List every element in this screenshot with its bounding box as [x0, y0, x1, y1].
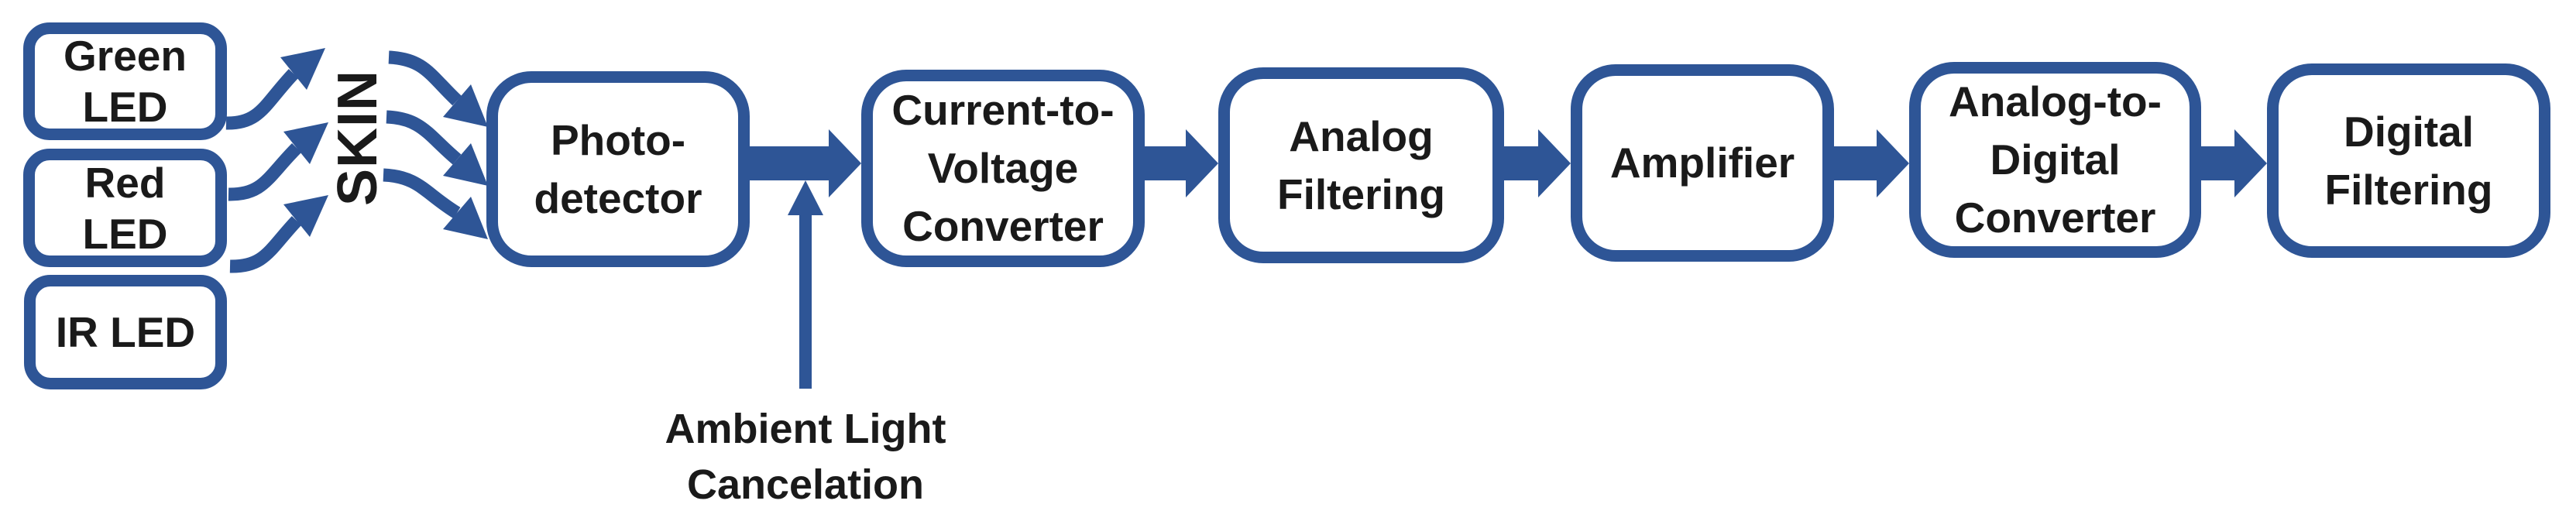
box-c2v-line3: Converter — [902, 202, 1104, 250]
box-green-led-label-line1: Green — [64, 32, 187, 80]
box-adc-line3: Converter — [1954, 194, 2156, 242]
box-amplifier-label: Amplifier — [1609, 139, 1795, 187]
box-c2v-line1: Current-to- — [891, 86, 1115, 134]
arrow-ir-led-to-skin — [229, 195, 328, 273]
box-ir-led-label: IR LED — [55, 308, 196, 356]
connector-amplifier-to-adc — [1829, 129, 1909, 197]
ambient-light-cancelation-line1: Ambient Light — [665, 406, 946, 452]
connector-converter-to-analog-filtering — [1140, 129, 1218, 197]
arrow-skin-to-photodetector-3 — [383, 168, 488, 239]
box-c2v-line2: Voltage — [927, 144, 1079, 192]
arrow-skin-to-photodetector-2 — [386, 110, 488, 186]
box-adc-line1: Analog-to- — [1949, 77, 2162, 125]
box-green-led-label-line2: LED — [82, 83, 168, 131]
box-amplifier: Amplifier — [1571, 64, 1834, 262]
skin-label-text: SKIN — [327, 69, 389, 207]
box-digital-filtering: Digital Filtering — [2267, 63, 2550, 258]
connector-analog-filtering-to-amplifier — [1499, 129, 1571, 197]
box-current-to-voltage-converter: Current-to- Voltage Converter — [861, 70, 1145, 267]
box-analog-filtering: Analog Filtering — [1218, 67, 1504, 263]
box-digital-filtering-line2: Filtering — [2324, 165, 2493, 214]
ambient-light-cancelation-line2: Cancelation — [686, 461, 925, 508]
connector-photodetector-to-converter — [744, 129, 861, 197]
box-analog-filtering-line1: Analog — [1289, 111, 1434, 160]
ambient-light-cancelation-label: Ambient Light Cancelation — [573, 401, 1038, 511]
box-red-led-label-line2: LED — [82, 209, 168, 258]
ambient-light-cancelation-arrow — [788, 180, 823, 389]
box-red-led: Red LED — [23, 149, 227, 267]
box-analog-to-digital-converter: Analog-to- Digital Converter — [1909, 62, 2201, 258]
box-adc-line2: Digital — [1990, 135, 2121, 183]
box-photo-detector-line2: detector — [534, 173, 702, 222]
connector-adc-to-digital-filtering — [2196, 129, 2267, 197]
box-photo-detector-line1: Photo- — [550, 115, 686, 164]
arrow-red-led-to-skin — [228, 122, 328, 201]
box-red-led-label-line1: Red — [84, 158, 166, 207]
box-analog-filtering-line2: Filtering — [1277, 170, 1445, 218]
box-photo-detector: Photo- detector — [486, 71, 750, 267]
arrow-skin-to-photodetector-1 — [388, 50, 488, 127]
box-digital-filtering-line1: Digital — [2343, 107, 2475, 156]
box-green-led: Green LED — [23, 22, 227, 140]
arrow-green-led-to-skin — [225, 48, 325, 130]
box-ir-led: IR LED — [24, 275, 227, 389]
